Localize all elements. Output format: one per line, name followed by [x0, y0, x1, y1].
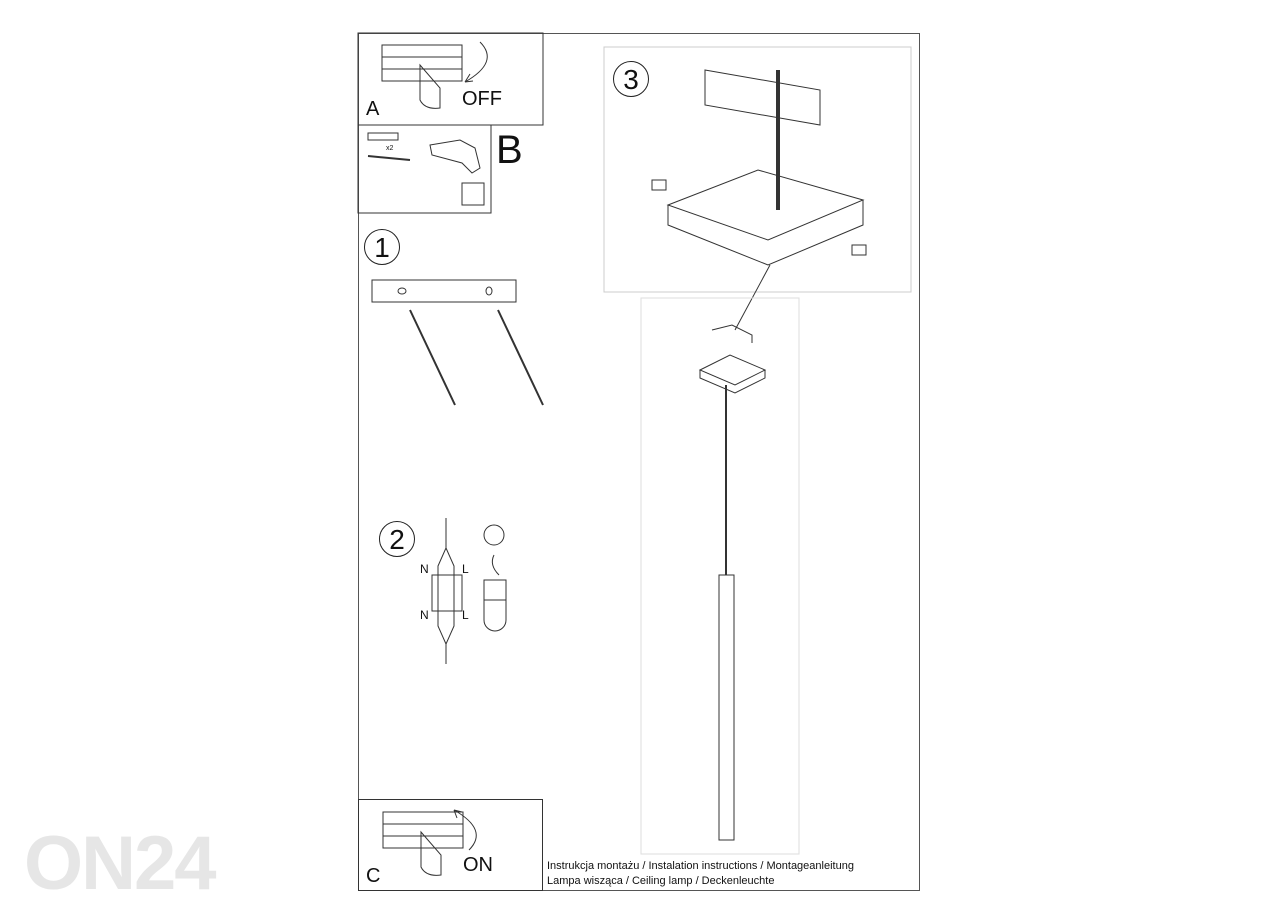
hole-icon [485, 286, 493, 296]
hand-icon [419, 63, 441, 109]
canopy-small [698, 354, 767, 394]
wall-plug-icon [367, 132, 399, 141]
product-type: Lampa wisząca / Ceiling lamp / Deckenleu… [547, 875, 775, 887]
bracket-small [711, 324, 753, 343]
hole-icon [397, 287, 407, 295]
ground-clamp-icon [483, 600, 507, 632]
wire-label-n: N [420, 608, 429, 622]
step-3-number: 3 [613, 61, 649, 97]
lamp-view-box [640, 297, 800, 855]
wire-label-n: N [420, 562, 429, 576]
step-c-action: ON [463, 854, 493, 876]
step-a-label: A [366, 98, 380, 120]
terminal-block-icon [431, 574, 463, 612]
step-c-label: C [366, 865, 381, 887]
canopy [666, 169, 865, 266]
wire-label-l: L [462, 608, 469, 622]
screw-anchor-icon [409, 309, 544, 406]
arrow-down-icon [464, 41, 488, 83]
wire-label-l: L [462, 562, 469, 576]
ceiling-plate [371, 279, 517, 303]
breaker-panel-icon [382, 809, 477, 876]
instruction-sheet [358, 33, 920, 891]
step-3-box [603, 46, 912, 293]
mounting-bracket [704, 69, 821, 126]
footer-text: Instrukcja montażu / Instalation instruc… [547, 859, 854, 889]
drill-icon [429, 139, 485, 206]
wiring-icon [437, 518, 455, 664]
step-2-number: 2 [379, 521, 415, 557]
step-a-action: OFF [462, 88, 502, 110]
ground-symbol-icon [483, 524, 505, 546]
step-b-label: B [496, 128, 523, 172]
quantity-label: x2 [386, 145, 394, 152]
step-b-box [357, 124, 492, 214]
screw-icon [851, 244, 867, 256]
lamp-tube [718, 574, 735, 841]
watermark-logo: ON24 [24, 821, 217, 906]
step-1-number: 1 [364, 229, 400, 265]
breaker-panel-icon [381, 44, 463, 82]
screw-icon [367, 155, 411, 161]
step-c-box: C ON [358, 799, 543, 891]
screw-icon [651, 179, 667, 191]
step-a-box [357, 32, 544, 126]
instructions-title: Instrukcja montażu / Instalation instruc… [547, 860, 854, 872]
